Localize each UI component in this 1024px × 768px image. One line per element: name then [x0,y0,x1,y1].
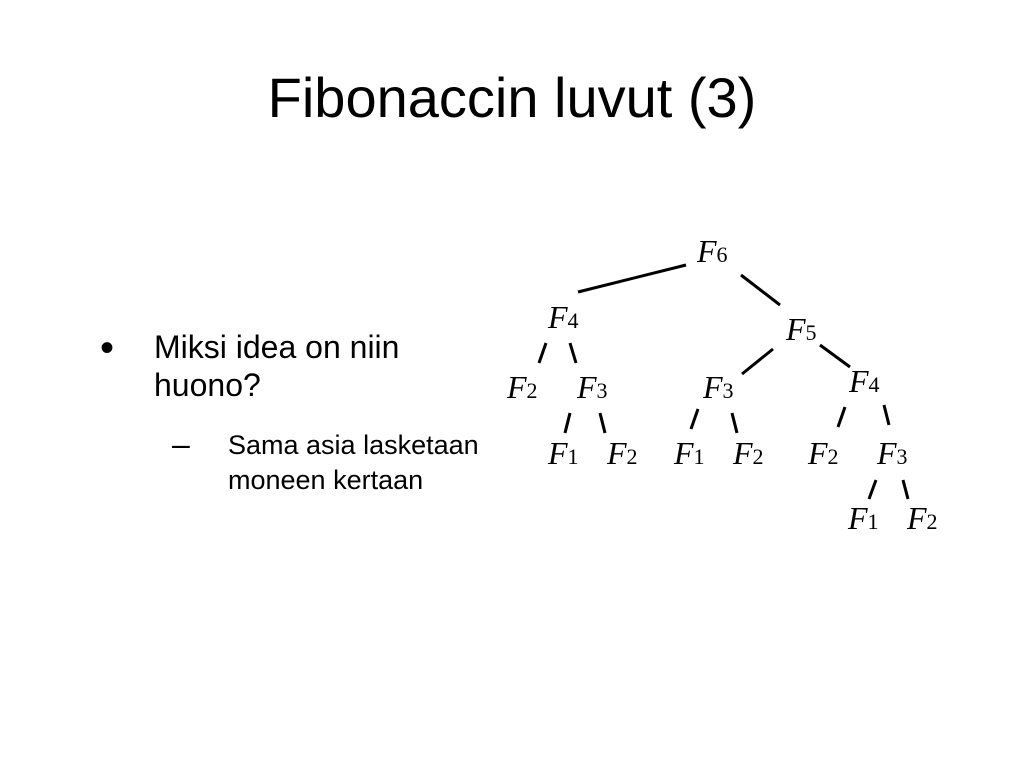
edge-f3b-f2 [730,412,739,434]
edge-f5-f4 [819,343,851,369]
tree-node-f6: F6 [696,233,728,269]
bullet-marker: • [100,326,115,370]
edge-f5-f3 [741,347,774,376]
tree-node-f1: F1 [673,435,705,471]
edge-f6-f4 [577,263,687,294]
tree-node-f2: F2 [807,435,839,471]
tree-node-f1: F1 [547,435,579,471]
edge-f3a-f1 [563,412,572,434]
tree-node-f5: F5 [785,311,817,347]
tree-edges [537,263,910,500]
sub-bullet-marker: – [172,426,190,462]
tree-node-f3: F3 [576,369,608,405]
edge-f4-f2 [537,342,548,364]
bullet-text: Miksi idea on niin huono? [154,329,400,403]
edge-f4b-f2 [836,406,847,428]
tree-node-f2: F2 [506,369,538,405]
edge-f6-f5 [740,273,781,307]
tree-node-f3: F3 [876,435,908,471]
edge-f3b-f1 [689,408,700,430]
tree-node-f2: F2 [732,435,764,471]
tree-node-f1: F1 [847,500,879,536]
sub-bullet-item: – Sama asia lasketaan moneen kertaan [172,428,522,498]
edge-f3c-f1 [867,479,878,500]
tree-node-f4: F4 [848,363,880,399]
tree-node-f4: F4 [547,299,579,335]
edge-f3c-f2 [901,479,910,500]
bullet-item: • Miksi idea on niin huono? [100,328,490,404]
edge-f4b-f3 [882,404,891,426]
tree-node-f3: F3 [702,369,734,405]
slide-title: Fibonaccin luvut (3) [267,66,757,129]
tree-node-f2: F2 [606,435,638,471]
edge-f3a-f2 [598,412,607,434]
tree-nodes: F6 F4 F5 F2 F3 F3 F4 F1 [506,233,938,536]
tree-node-f2: F2 [906,500,938,536]
sub-bullet-text: Sama asia lasketaan moneen kertaan [228,430,479,495]
edge-f4-f3 [568,342,578,364]
